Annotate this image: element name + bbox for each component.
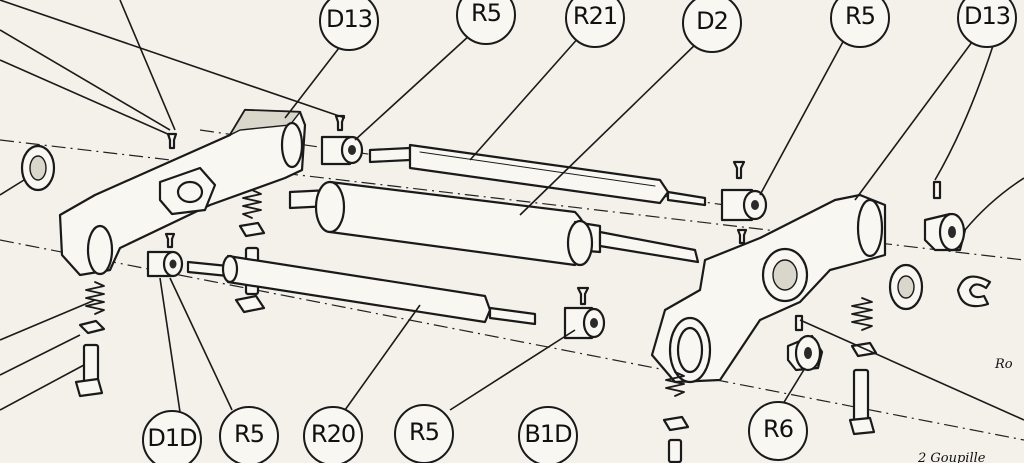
callout-label: D2	[696, 7, 728, 35]
left-end-cap	[0, 144, 56, 196]
callouts-top: D13 R5 R21 D2 R5 D13	[319, 0, 1017, 53]
callout-b1d: B1D	[518, 406, 578, 463]
callout-label: B1D	[524, 420, 572, 448]
roller-d2	[288, 180, 700, 267]
bushings-r5	[146, 135, 768, 340]
callout-r5-bottom: R5	[394, 404, 454, 463]
callout-r21: R21	[565, 0, 625, 48]
right-spring-bolt-assemblies	[662, 297, 878, 463]
callout-d13-left: D13	[319, 0, 379, 51]
callout-label: R21	[573, 2, 617, 30]
shaft-r21	[368, 143, 707, 207]
callouts-bottom: D1D R5 R20 R5 B1D R6	[142, 401, 808, 463]
callout-label: R5	[234, 420, 264, 448]
callout-r5-bottom-left: R5	[219, 406, 279, 463]
right-end-components	[786, 180, 992, 372]
left-bracket-d13	[58, 108, 307, 277]
callout-r6: R6	[748, 401, 808, 461]
callout-label: R6	[763, 415, 793, 443]
callout-r20: R20	[303, 406, 363, 463]
callout-label: R5	[471, 0, 501, 27]
callout-r5-top-left: R5	[456, 0, 516, 45]
shaft-r20	[186, 254, 537, 326]
callout-label: D13	[964, 2, 1010, 30]
callout-label: R5	[845, 2, 875, 30]
callout-r5-top-right: R5	[830, 0, 890, 48]
callout-label: D13	[326, 5, 372, 33]
callout-d2: D2	[682, 0, 742, 53]
callout-label: R20	[311, 420, 355, 448]
callout-d1d: D1D	[142, 410, 202, 463]
callout-d13-right: D13	[957, 0, 1017, 48]
corner-text-bottom-right: 2 Goupille	[917, 451, 986, 463]
callout-label: D1D	[147, 424, 197, 452]
pin-screws	[164, 114, 748, 306]
corner-text-right: Ro	[994, 357, 1013, 372]
callout-label: R5	[409, 418, 439, 446]
right-bracket-d13	[650, 193, 887, 384]
